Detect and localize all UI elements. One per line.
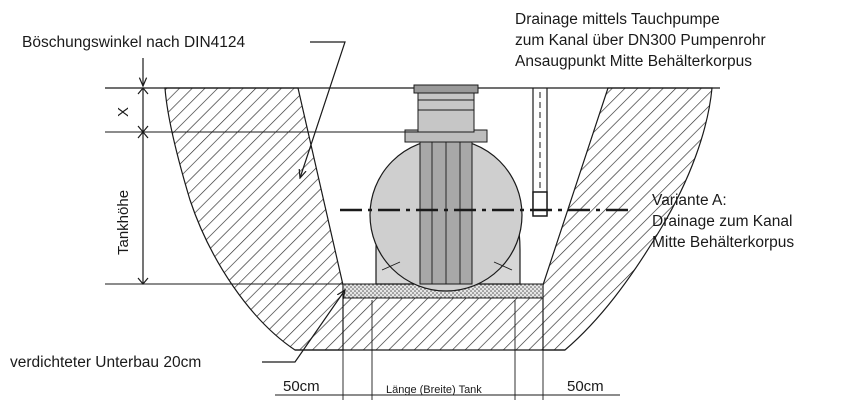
compacted-base-leader — [262, 290, 345, 363]
dim-right-margin-label: 50cm — [567, 378, 604, 395]
dim-x-label: X — [115, 107, 132, 117]
drainage-pump-line2: zum Kanal über DN300 Pumpenrohr — [515, 32, 766, 49]
dim-left-margin-label: 50cm — [283, 378, 320, 395]
drainage-pump-line1: Drainage mittels Tauchpumpe — [515, 11, 720, 28]
drainage-pump-line3: Ansaugpunkt Mitte Behälterkorpus — [515, 53, 752, 70]
height-dimensions — [105, 58, 420, 285]
variant-a-line3: Mitte Behälterkorpus — [652, 234, 794, 251]
variant-a-line1: Variante A: — [652, 192, 727, 209]
dim-tank-length-label: Länge (Breite) Tank — [386, 384, 482, 396]
bottom-soil — [343, 298, 543, 350]
variant-a-line2: Drainage zum Kanal — [652, 213, 792, 230]
compacted-base-label: verdichteter Unterbau 20cm — [10, 354, 201, 371]
right-soil-slope — [542, 87, 713, 351]
pump-pipe — [532, 88, 548, 217]
slope-angle-label: Böschungswinkel nach DIN4124 — [22, 34, 246, 51]
tank — [369, 84, 523, 292]
dim-tank-height-label: Tankhöhe — [115, 190, 132, 255]
slope-angle-leader — [300, 41, 346, 178]
width-dimensions — [275, 298, 620, 400]
left-soil-slope — [164, 87, 344, 351]
